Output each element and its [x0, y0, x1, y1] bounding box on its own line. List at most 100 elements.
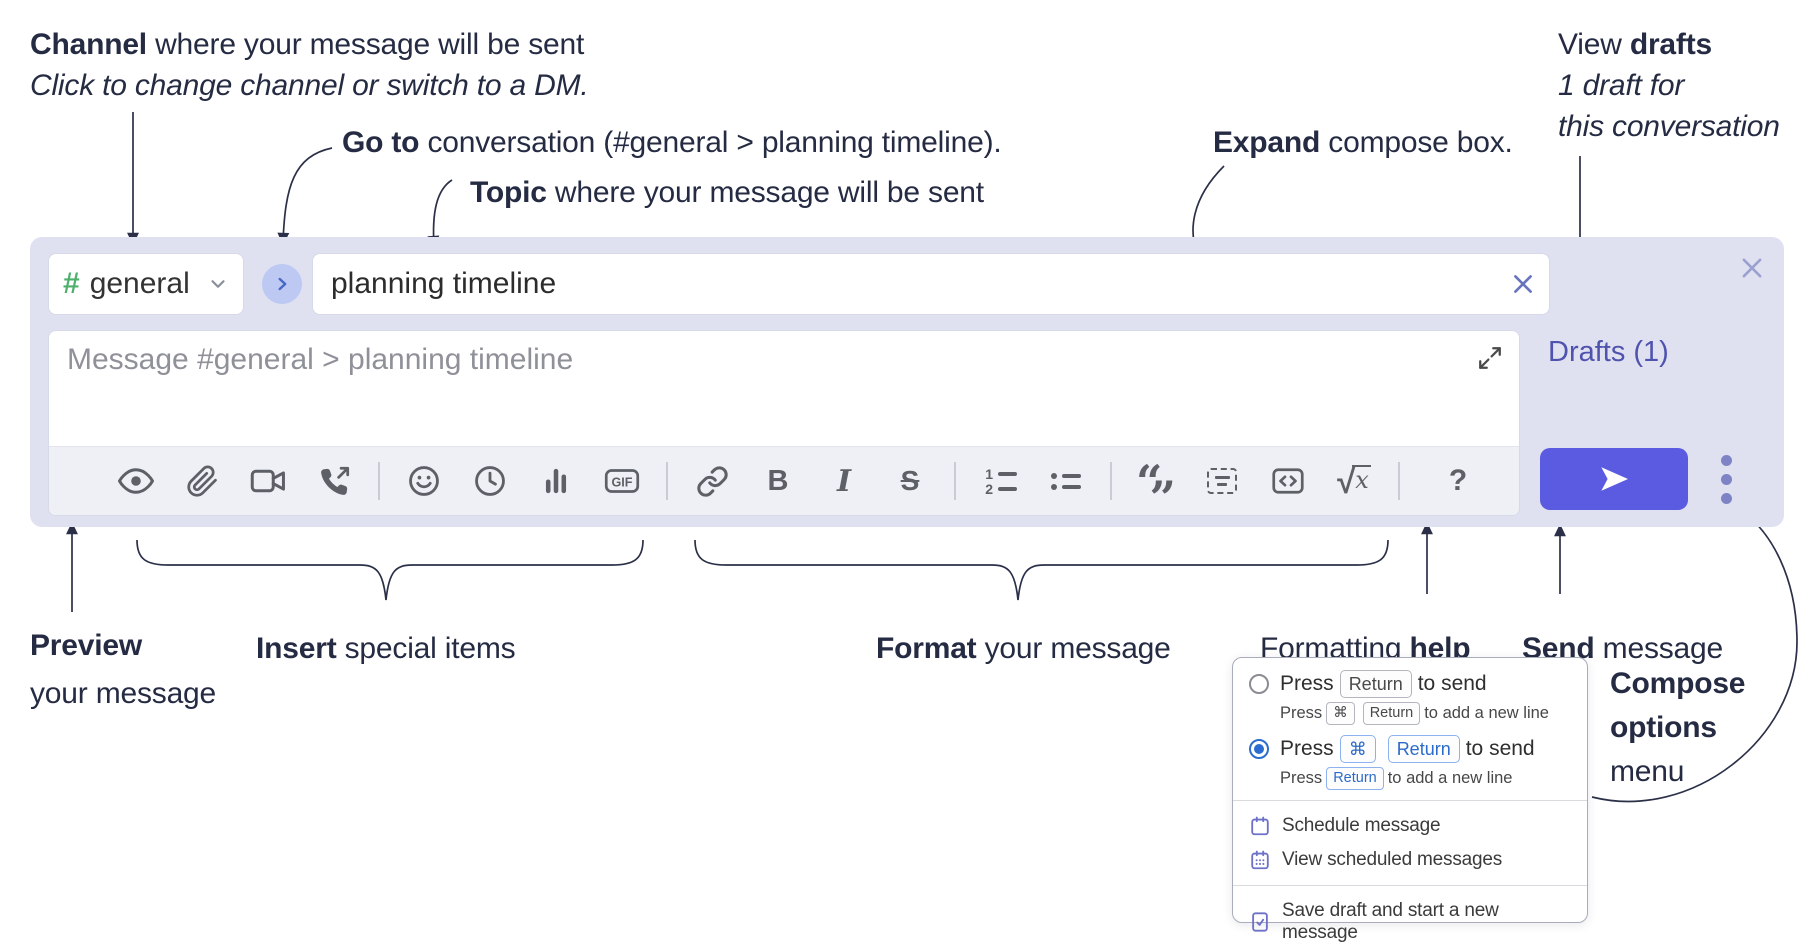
spoiler-button[interactable] [1193, 456, 1251, 506]
emoji-button[interactable] [395, 456, 453, 506]
drafts-note: View drafts 1 draft for this conversatio… [1558, 28, 1780, 143]
toolbar-divider [1110, 462, 1112, 500]
phone-outgoing-icon [320, 466, 349, 495]
drafts-link[interactable]: Drafts (1) [1548, 336, 1669, 368]
kbd-cmd: ⌘ [1339, 735, 1376, 763]
math-icon: √x [1337, 462, 1371, 500]
topic-note: Topic where your message will be sent [470, 176, 984, 209]
clock-icon [475, 466, 505, 496]
calendar-grid-icon [1251, 850, 1269, 870]
bulleted-list-button[interactable] [1037, 456, 1095, 506]
goto-arrow [277, 147, 333, 246]
quote-button[interactable]: “” [1127, 455, 1185, 525]
menu-divider [1233, 800, 1587, 801]
kbd-return: Return [1326, 767, 1384, 790]
insert-brace [136, 539, 644, 601]
topic-clear-button[interactable] [1497, 258, 1549, 310]
toolbar-divider [378, 462, 380, 500]
bold-button[interactable]: B [749, 456, 807, 506]
question-mark-icon: ? [1448, 464, 1468, 497]
attach-file-button[interactable] [173, 456, 231, 506]
radio-selected-icon[interactable] [1249, 739, 1269, 759]
toolbar-divider [666, 462, 668, 500]
topic-field [312, 253, 1550, 315]
ellipsis-icon [1720, 454, 1732, 466]
send-icon [1601, 467, 1628, 491]
spoiler-icon [1207, 468, 1237, 494]
video-call-button[interactable] [239, 456, 297, 506]
channel-select[interactable]: # general [48, 253, 244, 315]
bulleted-list-icon [1051, 472, 1081, 490]
expand-note: Expand compose box. [1213, 126, 1513, 159]
format-note: Format your message [876, 632, 1171, 665]
video-camera-icon [250, 469, 285, 493]
x-icon [1514, 275, 1532, 293]
compose-options-button[interactable] [1706, 450, 1746, 508]
compose-options-note: Compose options menu [1610, 667, 1746, 788]
format-brace [694, 539, 1389, 601]
compose-toolbar: GIF B I S 1 2 [49, 446, 1519, 525]
goto-note: Go to conversation (#general > planning … [342, 126, 1002, 159]
compose-options-menu: Press Return to send Press ⌘ Return to a… [1232, 657, 1588, 943]
expand-compose-button[interactable] [1473, 341, 1507, 375]
chevron-right-icon [278, 277, 287, 291]
bar-chart-icon [545, 468, 567, 494]
expand-icon [1479, 347, 1501, 369]
send-shortcut-option-cmd-return[interactable]: Press ⌘ Return to send [1249, 735, 1571, 763]
schedule-message-item[interactable]: Schedule message [1249, 809, 1571, 843]
svg-text:GIF: GIF [612, 475, 633, 489]
add-gif-button[interactable]: GIF [593, 456, 651, 506]
preview-button[interactable] [107, 456, 165, 506]
add-poll-button[interactable] [527, 456, 585, 506]
radio-unselected-icon[interactable] [1249, 674, 1269, 694]
calendar-icon [1251, 816, 1269, 836]
toolbar-divider [1398, 462, 1400, 500]
add-global-time-button[interactable] [461, 456, 519, 506]
send-shortcut-subtext: Press Return to add a new line [1280, 767, 1571, 790]
strikethrough-button[interactable]: S [881, 456, 939, 506]
channel-label: general [89, 267, 190, 300]
insert-note: Insert special items [256, 632, 516, 665]
send-shortcut-subtext: Press ⌘ Return to add a new line [1280, 702, 1571, 725]
code-button[interactable] [1259, 456, 1317, 506]
link-icon [696, 465, 728, 497]
italic-button[interactable]: I [815, 456, 873, 506]
compose-box: # general [30, 237, 1784, 527]
message-formatting-help-button[interactable]: ? [1429, 456, 1487, 506]
paperclip-icon [186, 465, 217, 497]
strikethrough-icon: S [900, 465, 920, 496]
numbered-list-button[interactable]: 1 2 [971, 456, 1029, 506]
hash-icon: # [63, 267, 80, 300]
code-icon [1272, 468, 1304, 494]
send-shortcut-option-return[interactable]: Press Return to send [1249, 670, 1571, 698]
file-check-icon [1252, 912, 1268, 932]
message-textarea[interactable] [65, 341, 1399, 437]
bold-icon: B [767, 464, 789, 497]
kbd-return: Return [1362, 702, 1421, 725]
save-draft-item[interactable]: Save draft and start a new message [1249, 894, 1571, 950]
topic-input[interactable] [313, 267, 1497, 301]
smiley-icon [409, 466, 439, 496]
kbd-return: Return [1387, 735, 1460, 763]
view-scheduled-messages-item[interactable]: View scheduled messages [1249, 843, 1571, 877]
chevron-down-icon [211, 280, 225, 288]
italic-icon: I [836, 463, 852, 499]
quote-icon: “” [1136, 455, 1176, 525]
menu-divider [1233, 885, 1587, 886]
eye-icon [118, 468, 154, 494]
kbd-return: Return [1339, 670, 1412, 698]
goto-conversation-button[interactable] [262, 264, 302, 304]
message-box: GIF B I S 1 2 [48, 330, 1520, 525]
send-button[interactable] [1540, 448, 1688, 510]
numbered-list-icon: 1 2 [983, 467, 1017, 496]
voice-call-button[interactable] [305, 456, 363, 506]
math-button[interactable]: √x [1325, 456, 1383, 506]
channel-note: Channel where your message will be sent … [30, 28, 589, 102]
close-icon [1742, 258, 1762, 278]
link-button[interactable] [683, 456, 741, 506]
preview-note: Preview your message [30, 629, 217, 710]
gif-icon: GIF [604, 469, 640, 493]
compose-close-button[interactable] [1730, 246, 1774, 290]
toolbar-divider [954, 462, 956, 500]
